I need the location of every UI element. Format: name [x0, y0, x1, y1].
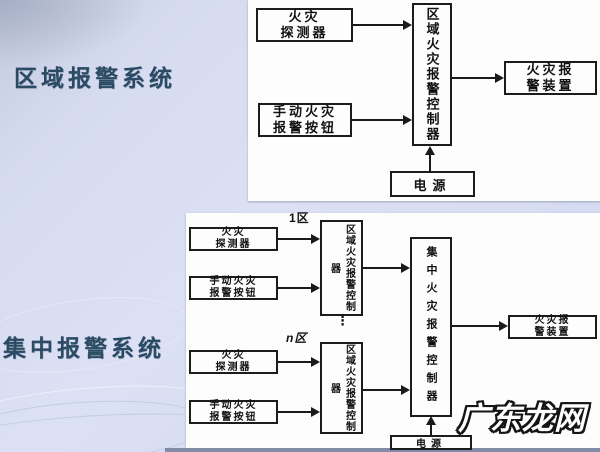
- zones-ellipsis: ⋮: [336, 313, 349, 328]
- regional-manual-button-box: 手动火灾 报警按钮: [258, 103, 352, 137]
- arrow-z1-controller-to-central: [363, 263, 410, 273]
- zone1-manual-button-box: 手动火灾 报警按钮: [189, 276, 278, 300]
- arrow-button-to-controller: [352, 115, 412, 125]
- arrow-controller-to-device: [452, 73, 504, 83]
- panel-bottom-edge: [165, 448, 600, 452]
- zone-n-manual-button-box: 手动火灾 报警按钮: [189, 400, 278, 424]
- zone-n-fire-detector-box: 火灾 探测器: [189, 350, 278, 374]
- arrow-z1-detector-to-controller: [278, 234, 320, 244]
- arrow-power-to-controller: [425, 146, 435, 171]
- arrow-z1-button-to-controller: [278, 283, 320, 293]
- corner-shade-decor: [0, 0, 150, 70]
- arrow-zn-detector-to-controller: [278, 357, 320, 367]
- zone-1-label: 1区: [289, 211, 310, 225]
- arrow-power-to-central: [426, 416, 436, 435]
- zone-n-label: n区: [286, 331, 308, 345]
- arrow-zn-controller-to-central: [363, 385, 410, 395]
- regional-system-label: 区域报警系统: [14, 66, 176, 91]
- zone1-controller-box: 区域火灾报警控制器: [320, 220, 363, 316]
- zone-n-controller-box: 区域火灾报警控制器: [320, 342, 363, 434]
- central-controller-box: 集中火灾报警控制器: [410, 237, 452, 417]
- arrow-central-to-device: [452, 321, 508, 331]
- central-power-box: 电源: [390, 435, 472, 450]
- centralized-system-label: 集中报警系统: [3, 336, 165, 361]
- regional-alarm-device-box: 火灾报 警装置: [504, 61, 597, 95]
- zone1-fire-detector-box: 火灾 探测器: [189, 227, 278, 251]
- arrow-detector-to-controller: [353, 20, 412, 30]
- regional-fire-detector-box: 火灾 探测器: [256, 8, 353, 42]
- regional-controller-box: 区域火灾报警控制器: [412, 3, 452, 146]
- watermark-text: 广东龙网: [456, 399, 587, 438]
- central-alarm-device-box: 火灾报 警装置: [508, 315, 597, 339]
- arrow-zn-button-to-controller: [278, 407, 320, 417]
- regional-power-box: 电源: [390, 171, 475, 197]
